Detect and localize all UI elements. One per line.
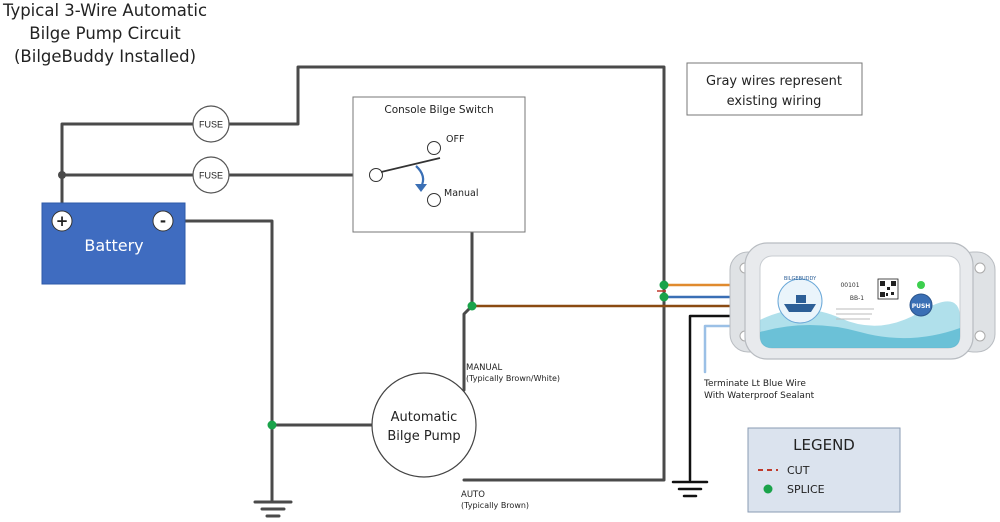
battery-label: Battery — [84, 236, 143, 255]
diagram-title-line-3: (BilgeBuddy Installed) — [13, 47, 196, 66]
black-ground-wire — [688, 314, 750, 482]
switch-off-terminal — [427, 141, 441, 155]
battery: + - Battery — [41, 202, 186, 285]
console-bilge-switch: Console Bilge Switch OFF Manual — [352, 96, 526, 233]
note-line-2: existing wiring — [727, 94, 822, 109]
push-button — [909, 293, 933, 317]
automatic-bilge-pump: Automatic Bilge Pump — [371, 372, 477, 478]
switch-box — [352, 96, 526, 233]
battery-minus-terminal: - — [160, 212, 166, 230]
switch-arrow-head — [415, 184, 427, 192]
battery-to-fuse-top-wire — [60, 122, 195, 210]
battery-plus-terminal: + — [56, 212, 69, 230]
bilgebuddy-device: BILGEBUDDY 00101 BB-1 PUSH — [729, 242, 996, 360]
manual-splice-dot — [467, 301, 477, 311]
battery-negative-ground-wire — [182, 219, 274, 502]
existing-wiring — [60, 65, 666, 518]
terminate-note-line-1: Terminate Lt Blue Wire — [703, 379, 806, 389]
switch-manual-terminal — [427, 193, 441, 207]
legend-splice-label: SPLICE — [787, 483, 825, 496]
device-serial: 00101 — [840, 282, 859, 289]
note-line-1: Gray wires represent — [706, 74, 842, 89]
bilgebuddy-wiring — [470, 283, 750, 498]
switch-title: Console Bilge Switch — [384, 104, 493, 116]
diagram-title-line-1: Typical 3-Wire Automatic — [2, 1, 208, 20]
terminate-note-line-2: With Waterproof Sealant — [704, 391, 815, 401]
device-model: BB-1 — [850, 295, 864, 302]
ground-splice-dot — [267, 420, 277, 430]
manual-wire-label: MANUAL — [466, 363, 503, 373]
switch-manual-label: Manual — [444, 188, 479, 199]
auto-wire-sublabel: (Typically Brown) — [461, 501, 529, 510]
fuse-top: FUSE — [192, 105, 230, 143]
legend-title: LEGEND — [793, 436, 855, 454]
auto-wire-label: AUTO — [461, 490, 485, 500]
status-light-icon — [917, 281, 925, 289]
diagram-title-line-2: Bilge Pump Circuit — [29, 24, 181, 43]
splices — [58, 171, 669, 430]
manual-wire-sublabel: (Typically Brown/White) — [466, 374, 560, 383]
qr-code-icon — [877, 278, 899, 300]
switch-off-label: OFF — [446, 134, 464, 145]
push-button-label: PUSH — [912, 303, 931, 310]
orange-splice-dot — [659, 280, 669, 290]
switch-lever — [380, 157, 441, 173]
fuse-bottom-label: FUSE — [199, 171, 223, 181]
pump-label-line-1: Automatic — [391, 410, 458, 425]
device-brand: BILGEBUDDY — [784, 276, 817, 282]
switch-common-terminal — [369, 168, 383, 182]
pump-label-line-2: Bilge Pump — [387, 429, 460, 444]
blue-splice-dot — [659, 292, 669, 302]
fuse-top-label: FUSE — [199, 120, 223, 130]
fuse-top-to-pump-auto-wire — [227, 65, 666, 482]
splice-legend-icon — [763, 484, 773, 494]
existing-wiring-note: Gray wires represent existing wiring — [686, 62, 863, 116]
battery-junction-dot — [58, 171, 66, 179]
pump-body — [371, 372, 477, 478]
legend: LEGEND CUT SPLICE — [747, 427, 901, 513]
fuse-bottom: FUSE — [192, 156, 230, 194]
legend-cut-label: CUT — [787, 464, 810, 477]
legend-box — [747, 427, 901, 513]
